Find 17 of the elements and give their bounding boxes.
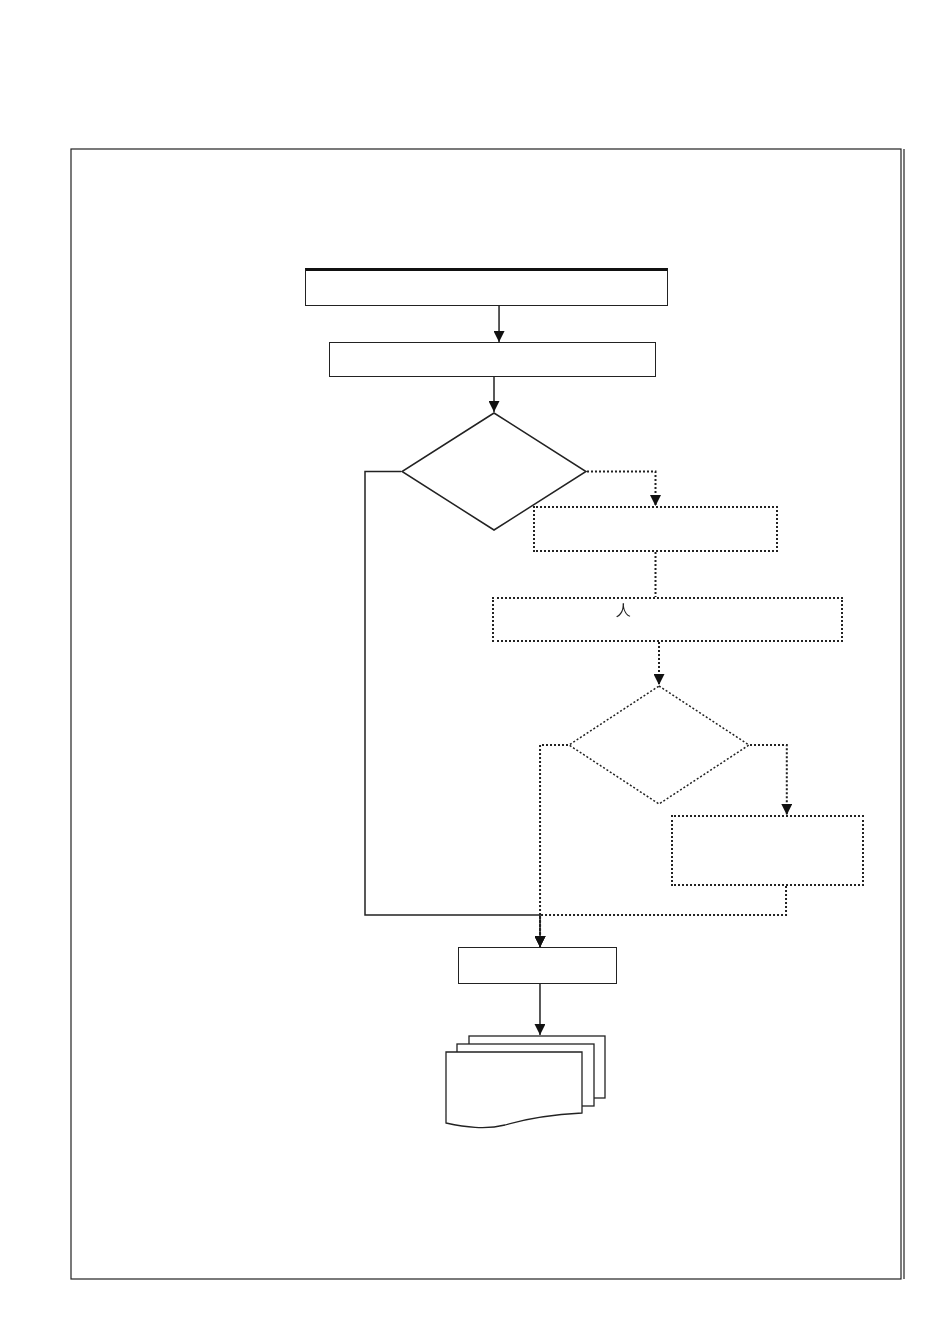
arrow <box>586 470 661 507</box>
arrow <box>653 641 665 686</box>
document-stack <box>445 1035 606 1131</box>
connector-line <box>654 551 657 598</box>
process-box <box>329 342 656 377</box>
process-box <box>533 506 778 552</box>
decision-diamond <box>401 412 587 531</box>
arrow <box>493 305 505 343</box>
process-box: 人 <box>492 597 843 642</box>
process-box <box>671 815 864 886</box>
process-box <box>458 947 617 984</box>
decision-diamond <box>568 685 750 805</box>
arrow <box>749 744 793 816</box>
arrow <box>534 885 788 948</box>
arrow <box>534 983 546 1036</box>
arrow <box>488 376 500 413</box>
process-box <box>305 268 668 306</box>
